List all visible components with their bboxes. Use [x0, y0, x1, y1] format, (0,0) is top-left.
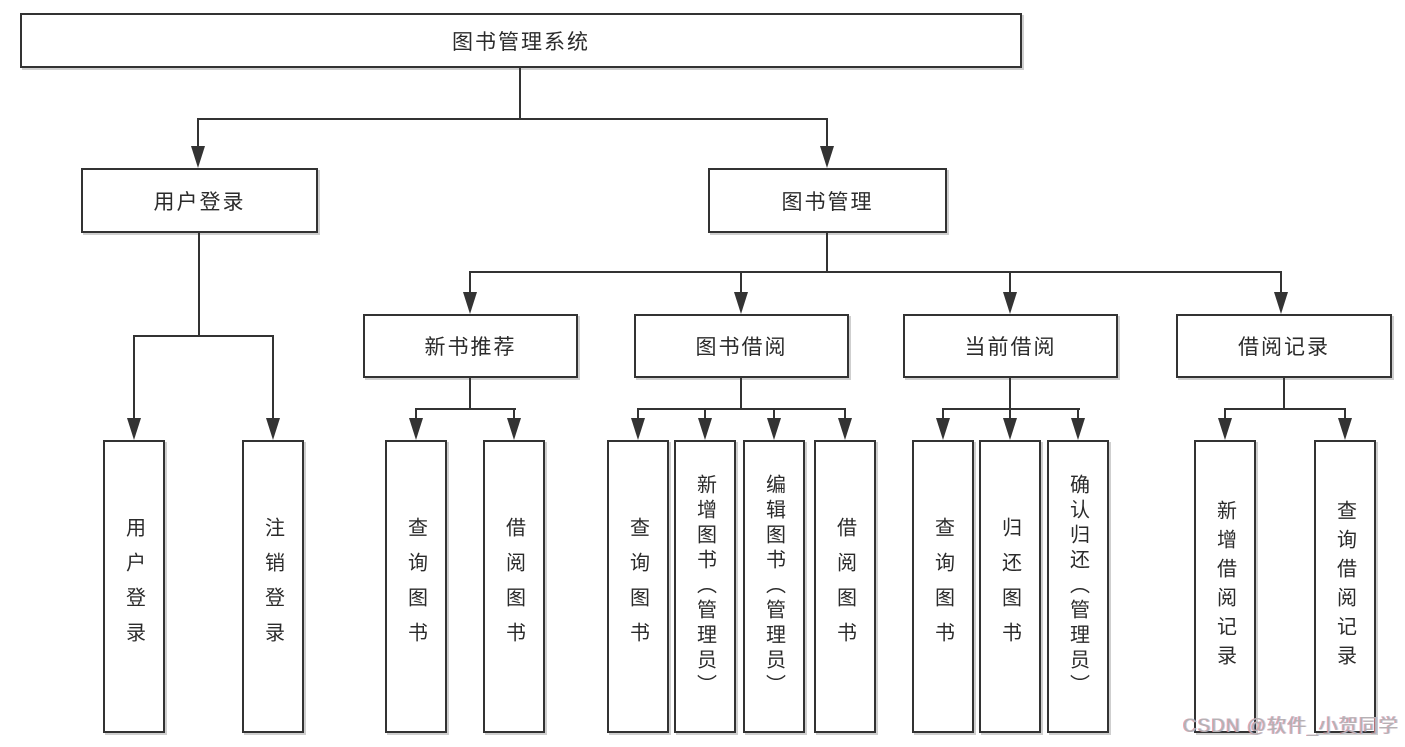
node-label: 用户登录: [153, 190, 246, 214]
connector-line: [469, 271, 471, 294]
leaf-confirm-return-admin: 确认归还（管理员）: [1047, 440, 1109, 733]
arrowhead-down-icon: [409, 418, 423, 440]
arrowhead-down-icon: [191, 146, 205, 168]
connector-line: [1009, 408, 1011, 422]
connector-line: [942, 408, 1080, 410]
connector-line: [469, 271, 1282, 273]
arrowhead-down-icon: [631, 418, 645, 440]
connector-line: [469, 378, 471, 410]
connector-line: [773, 408, 775, 422]
leaf-query-books-current: 查询图书: [912, 440, 974, 733]
connector-line: [740, 378, 742, 410]
connector-line: [513, 408, 515, 422]
connector-line: [826, 118, 828, 148]
arrowhead-down-icon: [820, 146, 834, 168]
leaf-add-borrow-record: 新增借阅记录: [1194, 440, 1256, 733]
leaf-borrow-books-recommend: 借阅图书: [483, 440, 545, 733]
connector-line: [637, 408, 846, 410]
leaf-query-borrow-record: 查询借阅记录: [1314, 440, 1376, 733]
leaf-return-books: 归还图书: [979, 440, 1041, 733]
connector-line: [1224, 408, 1346, 410]
leaf-label: 查询借阅记录: [1333, 499, 1356, 674]
arrowhead-down-icon: [507, 418, 521, 440]
node-book-management: 图书管理: [708, 168, 947, 233]
node-label: 新书推荐: [424, 336, 517, 359]
connector-line: [637, 408, 639, 422]
node-user-login: 用户登录: [81, 168, 318, 233]
leaf-logout: 注销登录: [242, 440, 304, 733]
connector-line: [272, 335, 274, 420]
connector-line: [197, 118, 199, 148]
connector-line: [133, 335, 135, 420]
leaf-label: 确认归还（管理员）: [1066, 474, 1089, 699]
arrowhead-down-icon: [127, 418, 141, 440]
leaf-add-books-admin: 新增图书（管理员）: [674, 440, 736, 733]
node-label: 图书借阅: [695, 336, 788, 359]
arrowhead-down-icon: [266, 418, 280, 440]
leaf-label: 借阅图书: [502, 516, 525, 657]
leaf-label: 查询图书: [404, 516, 427, 657]
leaf-label: 借阅图书: [833, 516, 856, 657]
arrowhead-down-icon: [838, 418, 852, 440]
node-label: 图书管理: [781, 190, 874, 214]
arrowhead-down-icon: [1274, 292, 1288, 314]
connector-line: [198, 233, 200, 337]
leaf-label: 查询图书: [626, 516, 649, 657]
connector-line: [415, 408, 516, 410]
connector-line: [740, 271, 742, 294]
connector-line: [844, 408, 846, 422]
connector-line: [1344, 408, 1346, 422]
leaf-user-login: 用户登录: [103, 440, 165, 733]
connector-line: [133, 335, 274, 337]
connector-line: [1283, 378, 1285, 410]
leaf-label: 编辑图书（管理员）: [762, 474, 785, 699]
node-label: 借阅记录: [1238, 336, 1330, 359]
node-current-borrowing: 当前借阅: [903, 314, 1118, 378]
leaf-label: 用户登录: [122, 516, 145, 657]
arrowhead-down-icon: [698, 418, 712, 440]
connector-line: [415, 408, 417, 422]
arrowhead-down-icon: [1071, 418, 1085, 440]
connector-line: [1077, 408, 1079, 422]
connector-line: [1280, 271, 1282, 294]
leaf-label: 归还图书: [998, 516, 1021, 657]
arrowhead-down-icon: [1003, 292, 1017, 314]
arrowhead-down-icon: [936, 418, 950, 440]
connector-line: [198, 118, 828, 120]
connector-line: [704, 408, 706, 422]
connector-line: [1009, 378, 1011, 410]
connector-line: [519, 68, 521, 120]
node-new-book-recommendation: 新书推荐: [363, 314, 578, 378]
arrowhead-down-icon: [463, 292, 477, 314]
leaf-borrow-books-borrow: 借阅图书: [814, 440, 876, 733]
connector-line: [1009, 271, 1011, 294]
leaf-query-books-recommend: 查询图书: [385, 440, 447, 733]
node-label: 图书管理系统: [452, 30, 590, 54]
arrowhead-down-icon: [1003, 418, 1017, 440]
leaf-query-books-borrow: 查询图书: [607, 440, 669, 733]
arrowhead-down-icon: [767, 418, 781, 440]
csdn-watermark: CSDN @软件_小贺同学: [1183, 716, 1399, 737]
connector-line: [826, 233, 828, 273]
node-book-borrowing: 图书借阅: [634, 314, 849, 378]
node-label: 当前借阅: [964, 336, 1057, 359]
connector-line: [1224, 408, 1226, 422]
leaf-edit-books-admin: 编辑图书（管理员）: [743, 440, 805, 733]
leaf-label: 注销登录: [261, 516, 284, 657]
arrowhead-down-icon: [734, 292, 748, 314]
node-borrowing-records: 借阅记录: [1176, 314, 1392, 378]
arrowhead-down-icon: [1218, 418, 1232, 440]
leaf-label: 查询图书: [931, 516, 954, 657]
connector-line: [942, 408, 944, 422]
leaf-label: 新增图书（管理员）: [693, 474, 716, 699]
node-library-system: 图书管理系统: [20, 13, 1022, 68]
arrowhead-down-icon: [1338, 418, 1352, 440]
leaf-label: 新增借阅记录: [1213, 499, 1236, 674]
